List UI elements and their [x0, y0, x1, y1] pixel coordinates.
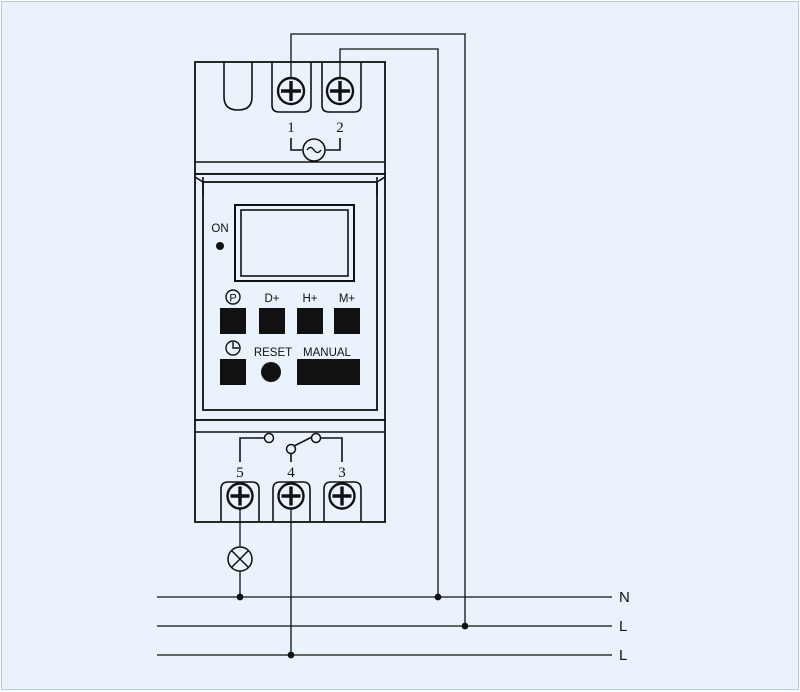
h-plus-label: H+ — [302, 293, 317, 305]
din-clip — [223, 62, 253, 111]
clock-icon — [225, 340, 241, 356]
terminal-3-number: 3 — [338, 465, 346, 481]
terminal-1-screw — [276, 76, 306, 106]
program-p-icon: P — [225, 289, 241, 305]
reset-button[interactable] — [261, 362, 281, 382]
lamp-icon — [227, 546, 253, 572]
manual-label: MANUAL — [303, 347, 352, 359]
junction-dot — [461, 622, 469, 630]
screw-terminal-icon — [226, 482, 254, 510]
terminal-2-screw — [325, 76, 355, 106]
terminal-3-screw — [328, 482, 356, 510]
lcd-display — [234, 204, 355, 282]
on-indicator-label: ON — [211, 223, 228, 235]
m-plus-button[interactable] — [334, 308, 360, 334]
supply-label-l2: L — [619, 647, 627, 664]
terminal-4-number: 4 — [287, 465, 295, 481]
terminal-5-screw — [226, 482, 254, 510]
supply-label-l1: L — [619, 618, 627, 635]
svg-text:P: P — [229, 293, 236, 305]
h-plus-button[interactable] — [297, 308, 323, 334]
terminal-1-number: 1 — [287, 120, 295, 136]
manual-button[interactable] — [297, 359, 360, 385]
ac-supply-symbol — [290, 138, 341, 162]
program-button[interactable] — [220, 308, 246, 334]
relay-switch-symbol — [239, 432, 343, 462]
supply-label-n: N — [619, 589, 630, 606]
m-plus-label: M+ — [339, 293, 356, 305]
junction-dot — [236, 593, 244, 601]
screw-terminal-icon — [328, 482, 356, 510]
bottom-terminal-block — [194, 419, 386, 523]
screw-terminal-icon — [277, 482, 305, 510]
terminal-2-number: 2 — [336, 120, 344, 136]
terminal-5-number: 5 — [236, 465, 244, 481]
clock-button[interactable] — [220, 359, 246, 385]
screw-terminal-icon — [325, 76, 355, 106]
junction-dot — [434, 593, 442, 601]
screw-terminal-icon — [276, 76, 306, 106]
terminal-4-screw — [277, 482, 305, 510]
wire-terminal-1-to-l — [290, 33, 466, 626]
junction-dot — [287, 651, 295, 659]
d-plus-button[interactable] — [259, 308, 285, 334]
reset-label: RESET — [254, 347, 292, 359]
d-plus-label: D+ — [264, 293, 279, 305]
wire-terminal-2-to-n — [339, 48, 439, 597]
on-indicator-led — [216, 242, 224, 250]
